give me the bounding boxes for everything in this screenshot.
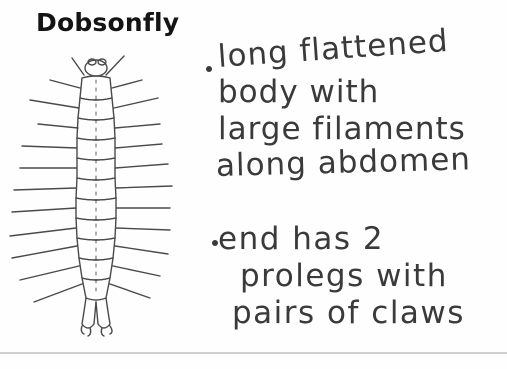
note-body-filaments: long flattened body with large filaments… — [200, 42, 471, 182]
note-line: pairs of claws — [232, 298, 465, 329]
antenna-left — [72, 58, 84, 75]
proleg-right — [96, 298, 110, 328]
note-line: large filaments — [218, 114, 471, 145]
note-line: prolegs with — [240, 261, 465, 292]
dobsonfly-larva-illustration — [0, 40, 190, 345]
abdomen-segment-7 — [79, 258, 113, 280]
abdomen-segment-3 — [76, 178, 116, 200]
card-title: Dobsonfly — [36, 8, 179, 37]
claw-right-1 — [101, 328, 104, 336]
note-line: along abdomen — [216, 144, 472, 182]
antenna-right — [106, 56, 124, 75]
proleg-left — [82, 298, 96, 328]
claw-left-1 — [81, 326, 84, 334]
claw-left-2 — [88, 328, 91, 336]
note-line: end has 2 — [218, 224, 465, 255]
note-prolegs: end has 2 prolegs with pairs of claws — [200, 224, 465, 329]
thorax-segment-2 — [78, 98, 114, 120]
note-line: body with — [218, 77, 471, 108]
bottom-divider — [0, 352, 507, 354]
claw-right-2 — [110, 326, 112, 334]
note-line: long flattened — [217, 24, 472, 73]
abdomen-segment-5 — [76, 218, 116, 240]
abdomen-segment-1 — [77, 138, 115, 160]
